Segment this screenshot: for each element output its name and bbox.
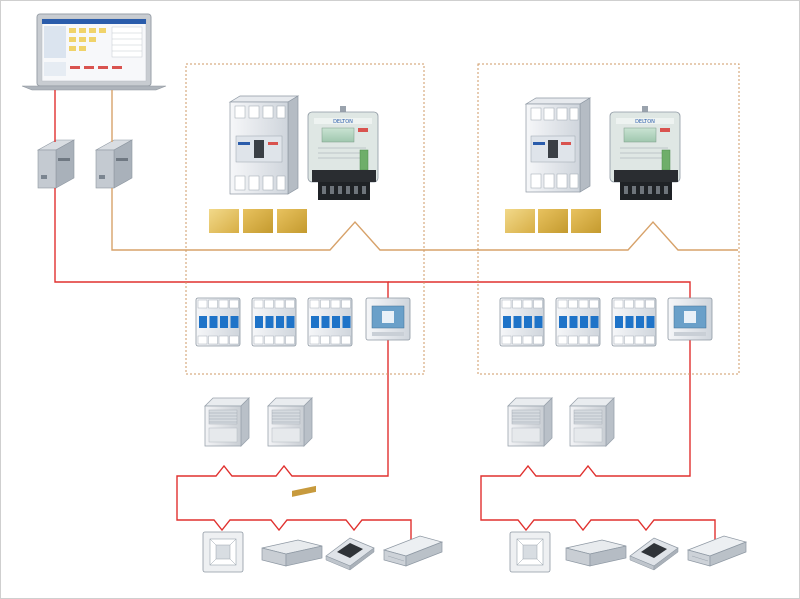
mcb-4pole-icon: [499, 297, 545, 347]
meter-brand-label: DELTON: [635, 119, 655, 125]
gold-tile: [571, 209, 601, 233]
vrf-outdoor-unit-icon: [507, 397, 553, 447]
zone-border: [185, 63, 425, 375]
signal-line: [518, 220, 738, 251]
zone-1: DELTON: [185, 63, 425, 447]
gold-tile: [505, 209, 535, 233]
gold-tile: [243, 209, 273, 233]
energy-meter-icon: DELTON: [609, 106, 681, 200]
mcb-4pole-icon: [555, 297, 601, 347]
cassette-small-icon: [325, 537, 375, 571]
energy-meter-icon: DELTON: [307, 106, 379, 200]
duct-unit-icon: [565, 539, 627, 567]
molded-case-breaker-icon: [228, 95, 300, 195]
power-line: [176, 340, 412, 540]
power-line: [388, 281, 691, 298]
zone-2: DELTON: [477, 63, 740, 447]
zone-border: [477, 63, 740, 375]
mcb-4pole-icon: [251, 297, 297, 347]
gold-tile: [277, 209, 307, 233]
control-module-icon: [365, 297, 411, 341]
mcb-4pole-icon: [195, 297, 241, 347]
cassette-4way-icon: [202, 531, 244, 573]
laptop-icon: [21, 13, 167, 91]
vrf-outdoor-unit-icon: [204, 397, 250, 447]
converter-box-icon: [36, 139, 76, 189]
gold-tile: [538, 209, 568, 233]
gold-tile: [209, 209, 239, 233]
signal-line: [111, 188, 518, 251]
power-line: [54, 188, 389, 298]
mcb-4pole-icon: [307, 297, 353, 347]
ceiling-suspended-unit-icon: [686, 535, 748, 567]
vrf-outdoor-unit-icon: [267, 397, 313, 447]
molded-case-breaker-icon: [524, 97, 592, 193]
converter-box-icon: [94, 139, 134, 189]
duct-unit-icon: [261, 485, 323, 567]
cassette-small-icon: [629, 537, 679, 571]
meter-brand-label: DELTON: [333, 119, 353, 125]
control-module-icon: [667, 297, 713, 341]
cassette-4way-icon: [509, 531, 551, 573]
ceiling-suspended-unit-icon: [382, 535, 444, 567]
power-line: [480, 340, 716, 540]
mcb-4pole-icon: [611, 297, 657, 347]
vrf-outdoor-unit-icon: [569, 397, 615, 447]
